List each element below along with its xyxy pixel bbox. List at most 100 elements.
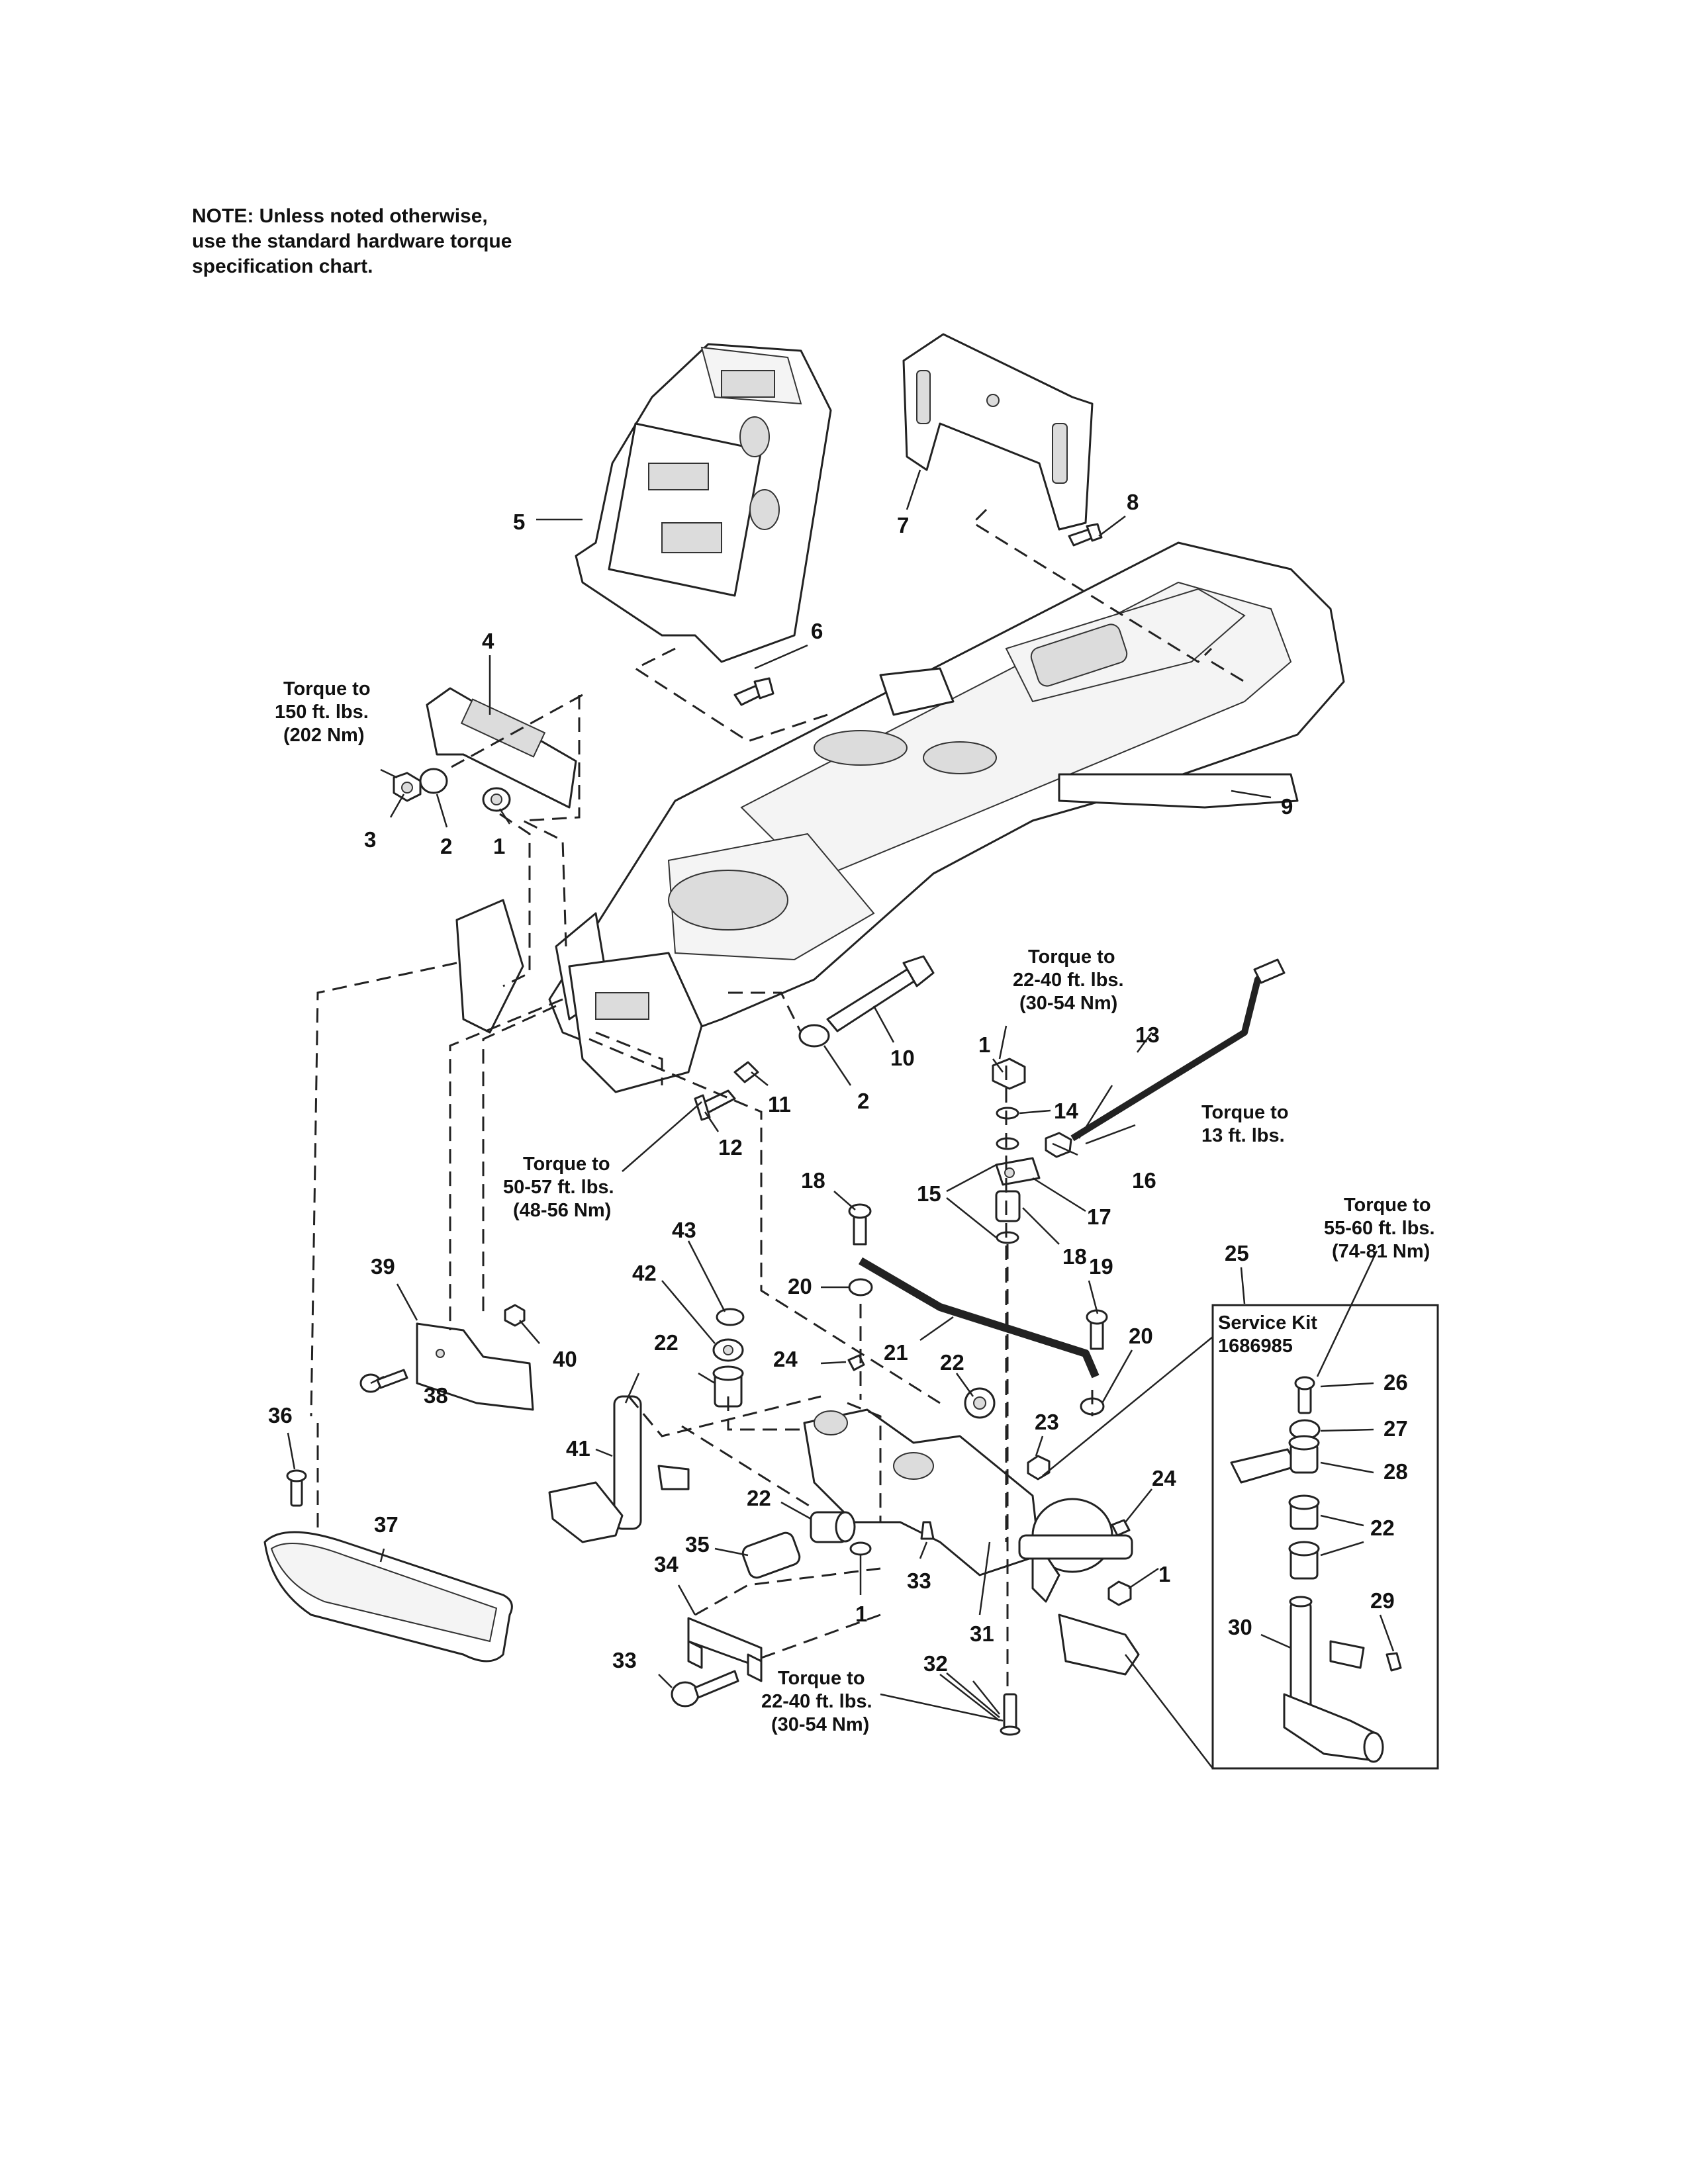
- callout-22-upper-left: 22: [654, 1330, 679, 1355]
- callout-31: 31: [970, 1621, 994, 1646]
- callout-32: 32: [923, 1651, 948, 1676]
- callout-18-upper: 18: [801, 1168, 825, 1193]
- washer-part-1-lower: [849, 1541, 872, 1556]
- washer-part-2-lower: [798, 1024, 830, 1048]
- callout-34: 34: [654, 1552, 679, 1576]
- spindle-right-assembly: [1018, 1498, 1140, 1676]
- bolt-part-38: [359, 1369, 408, 1393]
- callout-12: 12: [718, 1135, 743, 1160]
- torque-55-line-3: (74-81 Nm): [1332, 1241, 1430, 1262]
- callout-35: 35: [685, 1532, 710, 1557]
- callout-20-right: 20: [1129, 1324, 1153, 1348]
- callout-13: 13: [1135, 1023, 1160, 1047]
- callout-26: 26: [1383, 1370, 1408, 1394]
- callout-5: 5: [513, 510, 525, 534]
- bushing-part-22-kit-upper: [1288, 1494, 1320, 1530]
- washer-part-15-upper: [996, 1137, 1019, 1150]
- torque-22b-line-2: 22-40 ft. lbs.: [761, 1691, 872, 1712]
- bolt-part-26: [1294, 1376, 1315, 1414]
- bolt-part-12: [694, 1089, 736, 1121]
- callout-33-lower: 33: [612, 1648, 637, 1672]
- bushing-part-22-upper-left: [712, 1365, 744, 1408]
- callout-1-linkage: 1: [978, 1032, 990, 1057]
- nut-part-1-linkage: [992, 1058, 1026, 1090]
- callout-25: 25: [1225, 1241, 1249, 1265]
- bushing-part-42: [712, 1338, 744, 1362]
- callout-40: 40: [553, 1347, 577, 1371]
- torque-55-60: Torque to 55-60 ft. lbs. (74-81 Nm): [1324, 1195, 1435, 1262]
- torque-13-line-1: Torque to: [1201, 1102, 1289, 1123]
- callout-6: 6: [811, 619, 823, 643]
- torque-150-line-1: Torque to: [283, 678, 371, 700]
- torque-150: Torque to 150 ft. lbs. (202 Nm): [275, 678, 371, 746]
- bolt-part-18-upper: [848, 1203, 872, 1246]
- tie-rod-part-21: [858, 1257, 1100, 1379]
- callout-27: 27: [1383, 1416, 1408, 1441]
- callout-21: 21: [884, 1340, 908, 1365]
- callout-4: 4: [482, 629, 494, 653]
- callout-18-lower: 18: [1062, 1244, 1087, 1269]
- pin-part-29: [1385, 1652, 1402, 1672]
- pivot-pin-part-35: [741, 1531, 801, 1579]
- callout-9: 9: [1281, 794, 1293, 819]
- callout-10: 10: [890, 1046, 915, 1070]
- callout-23: 23: [1035, 1410, 1059, 1434]
- callout-43: 43: [672, 1218, 696, 1242]
- torque-50-57: Torque to 50-57 ft. lbs. (48-56 Nm): [503, 1154, 614, 1221]
- dash-panel-part: [575, 343, 832, 663]
- torque-150-line-3: (202 Nm): [283, 725, 365, 746]
- bolt-part-6: [733, 677, 774, 706]
- torque-150-line-2: 150 ft. lbs.: [275, 702, 369, 723]
- bolt-part-19: [1086, 1309, 1108, 1350]
- bumper-part-37: [263, 1531, 513, 1662]
- steering-arm-part-28: [1230, 1435, 1320, 1484]
- service-kit-label: Service Kit 1686985: [1218, 1312, 1317, 1357]
- callout-1-upper: 1: [493, 834, 505, 858]
- callout-30: 30: [1228, 1615, 1252, 1639]
- callout-15: 15: [917, 1181, 941, 1206]
- service-kit-title: Service Kit: [1218, 1312, 1317, 1334]
- main-frame-part: [455, 541, 1345, 1047]
- bushing-part-22-kit-lower: [1288, 1541, 1320, 1580]
- callout-22-kit: 22: [1370, 1516, 1395, 1540]
- callout-33-upper: 33: [907, 1569, 931, 1593]
- torque-50-line-1: Torque to: [523, 1154, 610, 1175]
- bushing-part-22-upper-right: [964, 1387, 996, 1419]
- fitting-part-24-right: [1111, 1519, 1131, 1537]
- nut-part-16: [1045, 1132, 1072, 1158]
- bushing-part-22-lower: [810, 1511, 856, 1543]
- service-kit-box: [1211, 1304, 1439, 1770]
- torque-22a-line-1: Torque to: [1028, 946, 1115, 968]
- torque-13: Torque to 13 ft. lbs.: [1201, 1102, 1289, 1146]
- torque-50-line-3: (48-56 Nm): [513, 1200, 611, 1221]
- bolt-part-33-lower: [671, 1670, 739, 1707]
- torque-22b-line-3: (30-54 Nm): [771, 1714, 869, 1735]
- bracket-part-39: [416, 1322, 534, 1411]
- torque-22a-line-2: 22-40 ft. lbs.: [1013, 970, 1124, 991]
- rear-bracket-part: [902, 333, 1094, 531]
- bolt-part-10: [826, 955, 935, 1032]
- leader-lines: [287, 469, 1395, 1769]
- callout-19: 19: [1089, 1254, 1113, 1279]
- bracket-part-34: [687, 1617, 763, 1682]
- callout-16: 16: [1132, 1168, 1156, 1193]
- torque-22b-line-1: Torque to: [778, 1668, 865, 1689]
- bolt-part-11: [733, 1061, 759, 1083]
- torque-55-line-1: Torque to: [1344, 1195, 1431, 1216]
- nut-part-1-right: [1107, 1580, 1132, 1606]
- callout-1-lower: 1: [855, 1602, 867, 1626]
- nut-part-3: [393, 772, 422, 802]
- callout-41: 41: [566, 1436, 590, 1461]
- callout-3: 3: [364, 827, 376, 852]
- torque-50-line-2: 50-57 ft. lbs.: [503, 1177, 614, 1198]
- callout-38: 38: [424, 1383, 448, 1408]
- washer-part-14: [996, 1107, 1019, 1120]
- fitting-part-24-left: [847, 1354, 865, 1371]
- callout-8: 8: [1127, 490, 1139, 514]
- note-line-3: specification chart.: [192, 255, 373, 277]
- front-bracket-part: [426, 687, 577, 809]
- bolt-part-8: [1068, 523, 1103, 547]
- nut-part-23: [1027, 1455, 1051, 1480]
- callout-37: 37: [374, 1512, 399, 1537]
